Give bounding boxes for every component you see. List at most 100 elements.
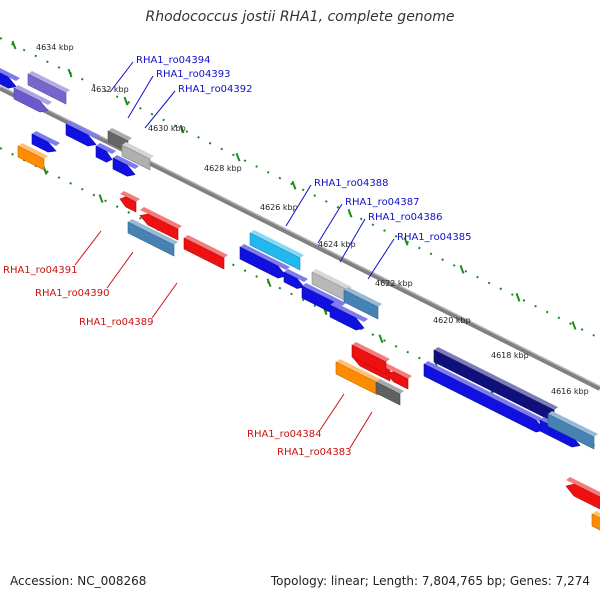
feature-top-face bbox=[434, 347, 558, 411]
feature-blue-arrow[interactable] bbox=[95, 143, 116, 163]
ruler-tick-upper bbox=[67, 68, 73, 78]
feature-body bbox=[13, 87, 49, 113]
gene-label-leader bbox=[367, 238, 395, 280]
feature-blue-arrow[interactable] bbox=[0, 67, 20, 89]
ruler-tick-lower bbox=[378, 334, 384, 344]
feature-top-face bbox=[128, 219, 178, 246]
gene-label[interactable]: RHA1_ro04394 bbox=[136, 55, 211, 66]
gene-label[interactable]: RHA1_ro04393 bbox=[156, 69, 231, 80]
feature-blue-arrow[interactable] bbox=[239, 244, 290, 279]
feature-top-face bbox=[284, 269, 308, 283]
feature-blue-arrow[interactable] bbox=[112, 155, 139, 177]
feature-top-face bbox=[424, 361, 548, 425]
feature-red-arrow[interactable] bbox=[119, 191, 140, 213]
gene-label[interactable]: RHA1_ro04391 bbox=[3, 265, 78, 276]
feature-orange-block[interactable] bbox=[591, 511, 600, 534]
gene-label[interactable]: RHA1_ro04386 bbox=[368, 212, 443, 223]
feature-top-face bbox=[113, 155, 139, 170]
feature-body bbox=[27, 73, 67, 105]
feature-body bbox=[119, 196, 137, 213]
gene-label-leader bbox=[317, 203, 343, 244]
feature-top-face bbox=[96, 143, 116, 155]
feature-red-arrow[interactable] bbox=[139, 207, 182, 241]
feature-dark-gray-block[interactable] bbox=[375, 379, 404, 406]
tick-label: 4626 kbp bbox=[260, 203, 298, 212]
ruler-tick-upper bbox=[179, 124, 185, 134]
genome-backbone bbox=[0, 85, 600, 391]
feature-body bbox=[0, 72, 17, 89]
feature-blue-arrow[interactable] bbox=[329, 302, 368, 331]
gene-label-leader bbox=[74, 230, 102, 266]
gene-label-leader bbox=[106, 251, 134, 289]
feature-body bbox=[183, 237, 225, 270]
feature-cyan-block[interactable] bbox=[249, 230, 304, 271]
tick-label: 4618 kbp bbox=[491, 351, 529, 360]
feature-body bbox=[31, 133, 57, 153]
feature-body bbox=[343, 289, 379, 320]
feature-top-face bbox=[28, 71, 70, 94]
feature-body bbox=[351, 344, 387, 375]
feature-top-face bbox=[140, 207, 182, 230]
ruler-dots-upper bbox=[0, 37, 600, 340]
feature-top-face bbox=[122, 142, 154, 160]
tick-label: 4624 kbp bbox=[318, 240, 356, 249]
ruler-tick-lower bbox=[266, 278, 272, 288]
feature-blue-arrow[interactable] bbox=[31, 131, 60, 153]
backbone-highlight bbox=[0, 85, 600, 387]
gene-label[interactable]: RHA1_ro04392 bbox=[178, 84, 253, 95]
feature-blue-arrow[interactable] bbox=[65, 121, 100, 147]
ruler-tick-upper bbox=[403, 236, 409, 246]
feature-steelblue-block[interactable] bbox=[343, 287, 382, 320]
tick-label: 4620 kbp bbox=[433, 316, 471, 325]
feature-light-gray-block[interactable] bbox=[121, 142, 154, 171]
gene-label[interactable]: RHA1_ro04384 bbox=[247, 429, 322, 440]
feature-steelblue-block[interactable] bbox=[547, 411, 598, 450]
feature-purple-block[interactable] bbox=[27, 71, 70, 105]
feature-top-face bbox=[386, 365, 412, 380]
feature-top-face bbox=[376, 379, 404, 395]
gene-label[interactable]: RHA1_ro04388 bbox=[314, 178, 389, 189]
tick-label: 4622 kbp bbox=[375, 279, 413, 288]
accession-text: Accession: NC_008268 bbox=[10, 574, 147, 588]
feature-red-block[interactable] bbox=[565, 477, 600, 512]
gene-label[interactable]: RHA1_ro04385 bbox=[397, 232, 472, 243]
tick-label: 4632 kbp bbox=[91, 85, 129, 94]
feature-top-face bbox=[548, 411, 598, 438]
feature-top-face bbox=[566, 477, 600, 498]
feature-top-face bbox=[108, 128, 132, 142]
feature-track bbox=[0, 67, 600, 534]
gene-label-leader bbox=[349, 411, 373, 449]
feature-orange-block[interactable] bbox=[335, 359, 382, 396]
gene-label[interactable]: RHA1_ro04390 bbox=[35, 288, 110, 299]
feature-top-face bbox=[302, 283, 346, 307]
feature-top-face bbox=[32, 131, 60, 147]
feature-body bbox=[239, 246, 287, 279]
feature-top-face bbox=[352, 342, 390, 363]
tick-label: 4628 kbp bbox=[204, 164, 242, 173]
gene-label[interactable]: RHA1_ro04383 bbox=[277, 447, 352, 458]
feature-steelblue-block[interactable] bbox=[127, 219, 178, 257]
gene-label[interactable]: RHA1_ro04389 bbox=[79, 317, 154, 328]
ruler-tick-upper bbox=[347, 208, 353, 218]
feature-top-face bbox=[18, 143, 48, 160]
feature-blue-arrow[interactable] bbox=[283, 269, 308, 289]
feature-red-block[interactable] bbox=[351, 342, 390, 375]
feature-top-face bbox=[66, 121, 100, 140]
tick-label: 4630 kbp bbox=[148, 124, 186, 133]
feature-top-face bbox=[120, 191, 140, 203]
tick-label: 4616 kbp bbox=[551, 387, 589, 396]
feature-red-block[interactable] bbox=[183, 235, 228, 270]
feature-orange-block[interactable] bbox=[17, 143, 48, 171]
feature-purple-arrow[interactable] bbox=[13, 85, 52, 113]
feature-top-face bbox=[312, 269, 352, 291]
feature-red-arrow[interactable] bbox=[385, 365, 412, 390]
feature-top-face bbox=[0, 68, 20, 82]
feature-top-face bbox=[240, 244, 290, 271]
ruler-tick-upper bbox=[11, 40, 17, 50]
feature-body bbox=[65, 123, 97, 147]
gene-label-leader bbox=[151, 282, 178, 319]
feature-body bbox=[329, 304, 365, 331]
gene-label[interactable]: RHA1_ro04387 bbox=[345, 197, 420, 208]
